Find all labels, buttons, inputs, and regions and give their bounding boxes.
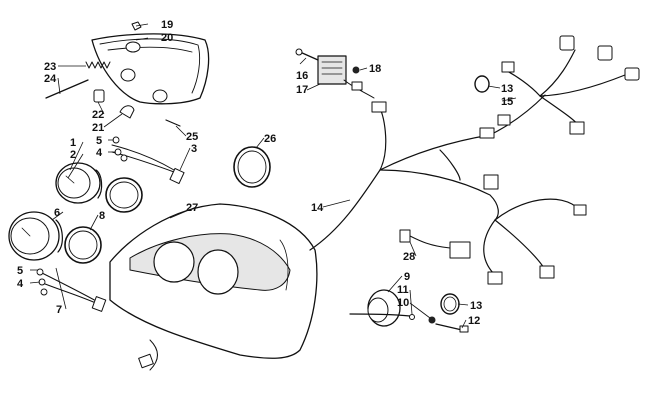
speedometer-gauge [55, 162, 103, 204]
callout-23: 23 [44, 61, 56, 73]
headlight-pin [165, 119, 181, 127]
gauge-washer [409, 314, 415, 320]
sub-harness [399, 229, 471, 259]
callout-22: 22 [92, 109, 104, 121]
callout-11: 11 [397, 284, 409, 296]
dash-panel [109, 203, 318, 371]
main-wire-harness [309, 35, 640, 285]
callout-21: 21 [92, 122, 104, 134]
gauge-wire-harness-lower [36, 268, 107, 312]
callout-5: 5 [96, 135, 102, 147]
gauge-bezel-ring-lower [64, 226, 102, 264]
callout-5-lower: 5 [17, 265, 23, 277]
callout-14: 14 [311, 202, 324, 214]
callout-1: 1 [70, 137, 76, 149]
regulator-nut [352, 66, 360, 74]
callout-20: 20 [161, 32, 173, 44]
gauge-nut [428, 316, 436, 324]
right-gauge [349, 289, 411, 327]
callout-9: 9 [404, 271, 410, 283]
callout-4-lower: 4 [17, 278, 24, 290]
retaining-ring-13-top [474, 75, 490, 93]
callout-18: 18 [369, 63, 381, 75]
retaining-ring-13-right [440, 293, 460, 315]
callout-19: 19 [161, 19, 173, 31]
callout-15: 15 [501, 96, 513, 108]
callout-3: 3 [191, 143, 197, 155]
callout-leaders [29, 23, 517, 329]
bulb-socket [93, 89, 105, 103]
callout-28: 28 [403, 251, 415, 263]
callout-2: 2 [70, 149, 76, 161]
adjuster-screw [45, 79, 89, 99]
callout-13: 13 [501, 83, 513, 95]
callout-13-lower: 13 [470, 300, 482, 312]
bezel-ring-26 [233, 146, 271, 188]
callout-25: 25 [186, 131, 198, 143]
gauge-bulb-socket [435, 323, 469, 333]
gauge-wire-harness-upper [111, 136, 185, 185]
callout-27: 27 [186, 202, 198, 214]
callout-8: 8 [99, 210, 105, 222]
callout-26: 26 [264, 133, 276, 145]
callout-16: 16 [296, 70, 308, 82]
callout-10: 10 [397, 297, 409, 309]
bulb [119, 105, 135, 119]
callout-labels: 1 2 3 4 5 6 7 8 9 10 11 12 13 14 15 16 1… [17, 19, 513, 327]
voltage-regulator [317, 55, 375, 99]
callout-12: 12 [468, 315, 480, 327]
callout-6: 6 [54, 207, 60, 219]
callout-24: 24 [44, 73, 57, 85]
gauge-bezel-ring-upper [105, 177, 143, 213]
adjuster-spring [85, 61, 111, 69]
callout-7: 7 [56, 304, 62, 316]
regulator-bolt [295, 48, 319, 61]
callout-17: 17 [296, 84, 308, 96]
tachometer-gauge [8, 211, 63, 261]
callout-4: 4 [96, 147, 103, 159]
